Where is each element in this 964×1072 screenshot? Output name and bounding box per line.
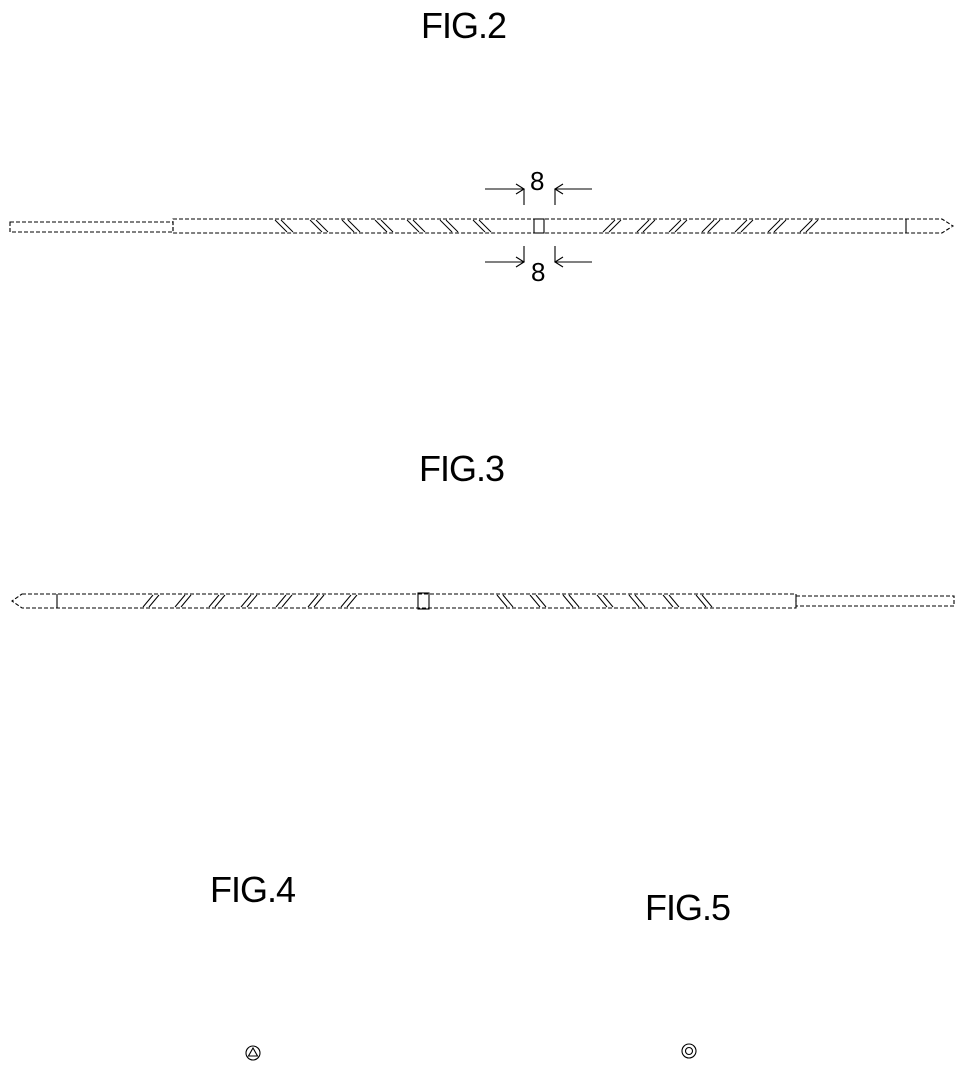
- helix-hatch-line: [149, 595, 159, 607]
- helix-hatch-line: [275, 220, 287, 232]
- helix-hatch-line: [143, 595, 153, 607]
- helix-hatch-line: [669, 220, 681, 232]
- helix-hatch-line: [675, 220, 687, 232]
- fig2-rod-body: [173, 219, 953, 233]
- helix-hatch-line: [806, 220, 818, 232]
- helix-hatch-line: [473, 220, 485, 232]
- section-label-top: 8: [530, 166, 544, 196]
- fig2-rod: [10, 219, 953, 233]
- helix-hatch-line: [741, 220, 753, 232]
- helix-hatch-line: [536, 595, 546, 607]
- helix-hatch-line: [503, 595, 513, 607]
- helix-hatch-line: [497, 595, 507, 607]
- helix-hatch-line: [569, 595, 579, 607]
- helix-hatch-line: [635, 595, 645, 607]
- helix-hatch-line: [603, 220, 615, 232]
- fig2-helical-hatches: [275, 220, 818, 232]
- fig2-center-marker: [534, 219, 544, 233]
- helix-hatch-line: [663, 595, 673, 607]
- helix-hatch-line: [308, 595, 318, 607]
- fig5-cross-section: [682, 1044, 696, 1058]
- helix-hatch-line: [209, 595, 219, 607]
- helix-hatch-line: [241, 595, 251, 607]
- fig5-inner-circle: [686, 1048, 693, 1055]
- helix-hatch-line: [800, 220, 812, 232]
- fig4-cross-section: [246, 1046, 260, 1060]
- helix-hatch-line: [215, 595, 225, 607]
- helix-hatch-line: [609, 220, 621, 232]
- fig5-outer-circle: [682, 1044, 696, 1058]
- helix-hatch-line: [175, 595, 185, 607]
- helix-hatch-line: [696, 595, 706, 607]
- helix-hatch-line: [563, 595, 573, 607]
- helix-hatch-line: [282, 595, 292, 607]
- fig4-inner-triangle: [249, 1048, 258, 1056]
- helix-hatch-line: [735, 220, 747, 232]
- helix-hatch-line: [375, 220, 387, 232]
- section-label-bottom: 8: [531, 257, 545, 287]
- helix-hatch-line: [669, 595, 679, 607]
- helix-hatch-line: [413, 220, 425, 232]
- fig3-rod-thin-end: [796, 596, 954, 606]
- fig3-center-marker: [418, 593, 429, 609]
- helix-hatch-line: [479, 220, 491, 232]
- fig2-section-indicator: 8 8: [485, 166, 592, 287]
- helix-hatch-line: [342, 220, 354, 232]
- helix-hatch-line: [446, 220, 458, 232]
- helix-hatch-line: [702, 595, 712, 607]
- helix-hatch-line: [637, 220, 649, 232]
- helix-hatch-line: [643, 220, 655, 232]
- helix-hatch-line: [629, 595, 639, 607]
- fig2-rod-thin-end: [10, 222, 173, 232]
- fig3-helical-hatches: [143, 595, 712, 607]
- helix-hatch-line: [310, 220, 322, 232]
- helix-hatch-line: [774, 220, 786, 232]
- helix-hatch-line: [347, 595, 357, 607]
- helix-hatch-line: [348, 220, 360, 232]
- helix-hatch-line: [708, 220, 720, 232]
- helix-hatch-line: [281, 220, 293, 232]
- helix-hatch-line: [276, 595, 286, 607]
- helix-hatch-line: [597, 595, 607, 607]
- helix-hatch-line: [440, 220, 452, 232]
- helix-hatch-line: [314, 595, 324, 607]
- helix-hatch-line: [341, 595, 351, 607]
- helix-hatch-line: [530, 595, 540, 607]
- helix-hatch-line: [381, 220, 393, 232]
- helix-hatch-line: [316, 220, 328, 232]
- helix-hatch-line: [768, 220, 780, 232]
- fig3-rod: [12, 593, 954, 609]
- helix-hatch-line: [702, 220, 714, 232]
- helix-hatch-line: [407, 220, 419, 232]
- helix-hatch-line: [247, 595, 257, 607]
- helix-hatch-line: [603, 595, 613, 607]
- helix-hatch-line: [181, 595, 191, 607]
